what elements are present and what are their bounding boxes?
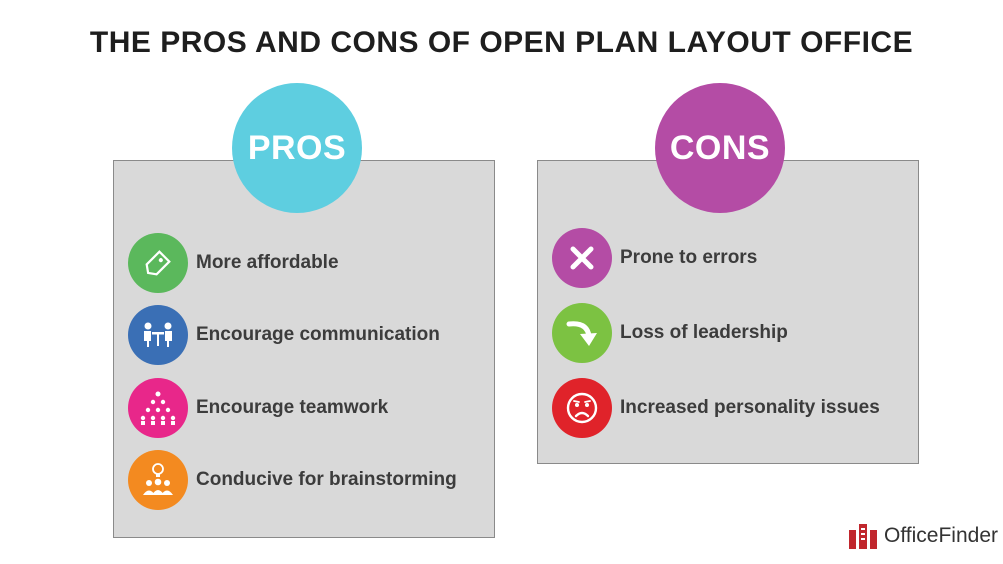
cons-item-label: Loss of leadership xyxy=(620,322,788,343)
price-tag-icon xyxy=(128,233,188,293)
cons-item: Loss of leadership xyxy=(552,303,788,363)
pros-item-label: Conducive for brainstorming xyxy=(196,469,457,490)
pros-item: Encourage communication xyxy=(128,305,440,365)
pros-badge: PROS xyxy=(232,83,362,213)
cons-badge: CONS xyxy=(655,83,785,213)
cons-item: Increased personality issues xyxy=(552,378,880,438)
x-mark-icon xyxy=(552,228,612,288)
idea-group-icon xyxy=(128,450,188,510)
page-title: THE PROS AND CONS OF OPEN PLAN LAYOUT OF… xyxy=(89,26,914,59)
curved-arrow-down-icon xyxy=(552,303,612,363)
logo-text-office: Office xyxy=(884,524,939,547)
pros-item: More affordable xyxy=(128,233,339,293)
cons-item: Prone to errors xyxy=(552,228,757,288)
pros-item-label: More affordable xyxy=(196,252,339,273)
meeting-icon xyxy=(128,305,188,365)
sad-face-icon xyxy=(552,378,612,438)
pros-item: Encourage teamwork xyxy=(128,378,388,438)
pros-item-label: Encourage communication xyxy=(196,324,440,345)
building-logo-icon xyxy=(849,524,877,549)
cons-item-label: Increased personality issues xyxy=(620,397,880,418)
officefinder-logo: OfficeFinder xyxy=(848,522,998,550)
pros-item-label: Encourage teamwork xyxy=(196,397,389,418)
pros-item: Conducive for brainstorming xyxy=(128,450,457,510)
logo-text-finder: Finder xyxy=(938,524,998,547)
cons-item-label: Prone to errors xyxy=(620,247,758,268)
logo-text: OfficeFinder xyxy=(884,524,998,548)
team-icon xyxy=(128,378,188,438)
